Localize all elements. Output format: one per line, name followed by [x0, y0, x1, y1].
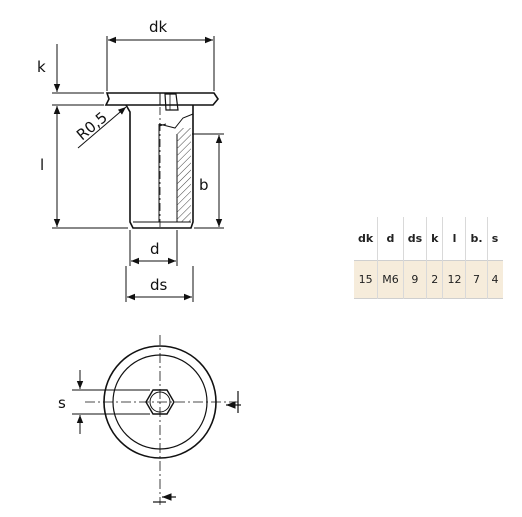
dim-s: [72, 370, 150, 434]
shank-outline: [125, 104, 194, 229]
top-view: [85, 335, 238, 505]
spec-table-header-row: dk d ds k l b. s: [354, 217, 503, 261]
hatched-wall: [177, 128, 191, 222]
label-s: s: [58, 394, 66, 412]
section-marker-bottom: [153, 493, 176, 503]
label-ds: ds: [150, 276, 168, 294]
header-d: d: [377, 217, 404, 261]
label-radius: R0,5: [73, 108, 111, 144]
dim-radius: [77, 106, 127, 149]
header-s: s: [486, 217, 503, 261]
header-b: b.: [465, 217, 488, 261]
value-d: M6: [377, 260, 404, 299]
label-d: d: [150, 240, 160, 258]
hex-socket: [164, 93, 179, 111]
spec-table: dk d ds k l b. s 15 M6 9 2 12 7 4: [354, 217, 503, 299]
value-ds: 9: [402, 260, 427, 299]
dim-d: [129, 230, 178, 266]
label-k: k: [37, 58, 46, 76]
value-k: 2: [426, 260, 443, 299]
value-s: 4: [486, 260, 503, 299]
value-l: 12: [442, 260, 466, 299]
label-b: b: [199, 176, 209, 194]
dim-l: [52, 106, 128, 229]
value-b: 7: [465, 260, 488, 299]
header-l: l: [442, 217, 466, 261]
side-section-view: [104, 92, 219, 229]
section-marker-right: [226, 391, 241, 413]
header-dk: dk: [354, 217, 378, 261]
label-l: l: [40, 156, 44, 174]
dim-ds: [125, 266, 194, 302]
value-dk: 15: [354, 260, 378, 299]
label-dk: dk: [149, 18, 168, 36]
spec-table-value-row: 15 M6 9 2 12 7 4: [354, 260, 503, 299]
header-k: k: [426, 217, 443, 261]
dim-b: [192, 133, 224, 229]
head-flange: [104, 92, 219, 106]
header-ds: ds: [402, 217, 427, 261]
dim-dk: [106, 36, 215, 91]
